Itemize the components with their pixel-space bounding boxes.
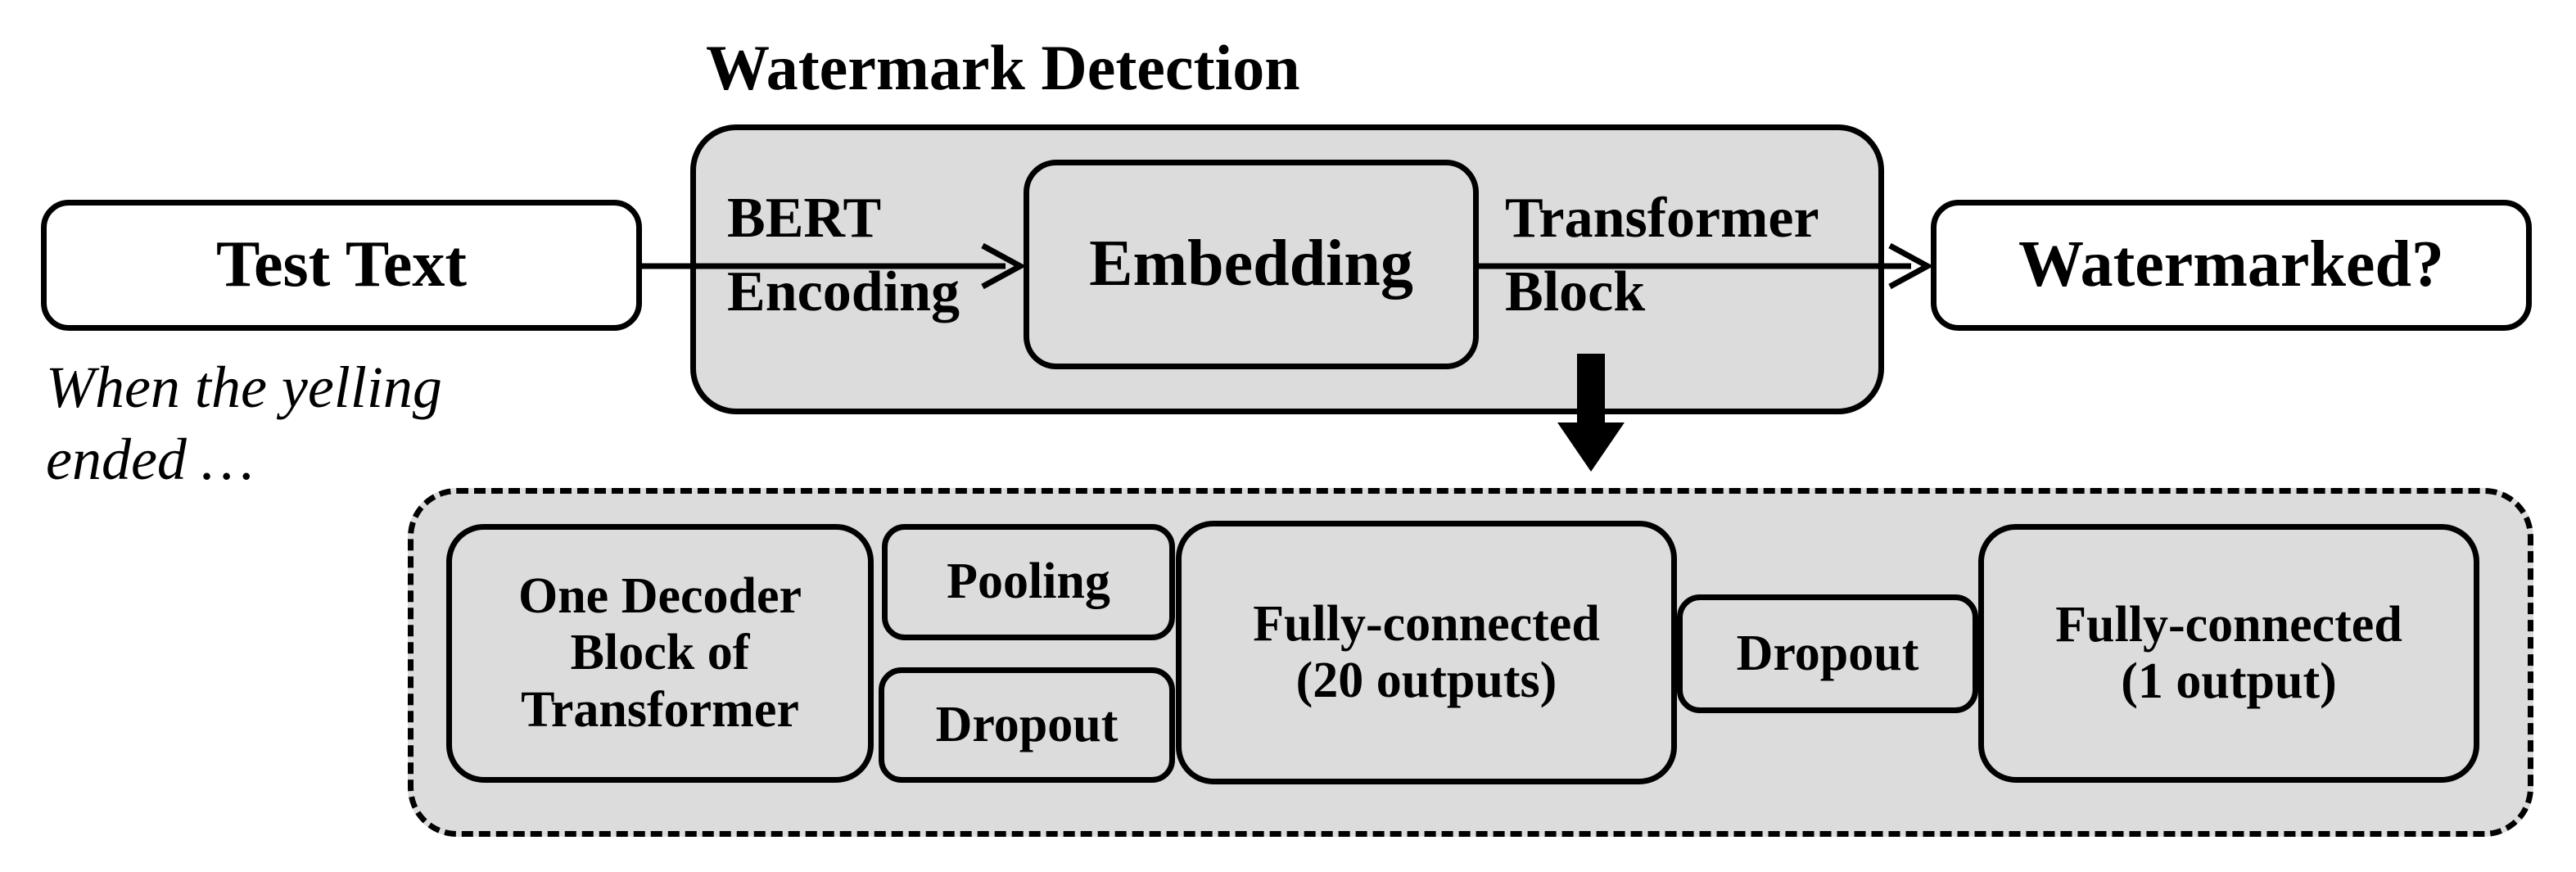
fully-connected-1-label: Fully-connected (1 output) xyxy=(2055,596,2402,709)
dropout-box-2: Dropout xyxy=(1677,594,1978,713)
decoder-block-label: One Decoder Block of Transformer xyxy=(517,567,802,738)
pooling-box: Pooling xyxy=(882,524,1175,640)
watermarked-label: Watermarked? xyxy=(2018,228,2444,301)
bert-encoding-label: BERT Encoding xyxy=(727,187,960,323)
arrowhead-embedding-to-output xyxy=(1888,242,1934,290)
pooling-label: Pooling xyxy=(947,553,1110,610)
fully-connected-20-label: Fully-connected (20 outputs) xyxy=(1253,595,1600,708)
decoder-block-box: One Decoder Block of Transformer xyxy=(446,524,874,783)
dropout-label-2: Dropout xyxy=(1736,625,1919,681)
test-text-box: Test Text xyxy=(41,200,642,331)
diagram-title: Watermark Detection xyxy=(706,32,1300,103)
fully-connected-1-box: Fully-connected (1 output) xyxy=(1978,524,2479,783)
transformer-block-label: Transformer Block xyxy=(1505,187,1819,323)
test-text-label: Test Text xyxy=(215,228,467,301)
embedding-label: Embedding xyxy=(1089,228,1413,300)
down-arrow-head xyxy=(1557,422,1625,472)
dropout-box-1: Dropout xyxy=(879,667,1175,783)
example-text: When the yelling ended … xyxy=(46,355,442,492)
dropout-label-1: Dropout xyxy=(935,696,1119,752)
watermarked-output-box: Watermarked? xyxy=(1931,200,2532,331)
embedding-box: Embedding xyxy=(1024,160,1479,369)
fully-connected-20-box: Fully-connected (20 outputs) xyxy=(1176,521,1677,784)
